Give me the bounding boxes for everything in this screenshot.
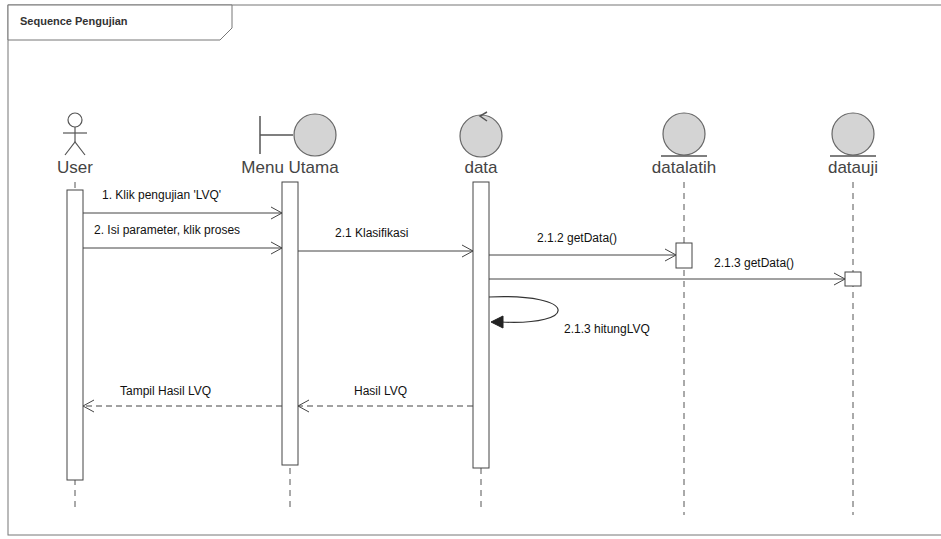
entity-underline: [661, 155, 707, 157]
lifeline: [853, 182, 854, 515]
lifeline-name: User: [57, 158, 93, 178]
activation-bar: [676, 243, 692, 268]
control-icon: [416, 112, 546, 158]
arrow-head: [462, 245, 473, 257]
message-arrow: [83, 242, 282, 254]
lifeline: [684, 182, 685, 515]
activation-bar: [282, 182, 298, 465]
message-label: 2. Isi parameter, klik proses: [92, 223, 242, 238]
activation-bar: [67, 190, 83, 480]
frame-title: Sequence Pengujian: [20, 15, 128, 27]
message-arrow: [298, 245, 473, 257]
message-arrow: [298, 400, 473, 412]
message-label: Tampil Hasil LVQ: [118, 384, 213, 399]
arrow-head: [491, 316, 503, 328]
lifeline-name: datalatih: [652, 158, 716, 178]
boundary-icon: [225, 112, 355, 158]
boundary-link: [260, 134, 293, 136]
lifeline-head: datauji: [788, 112, 918, 178]
message-arrow: [83, 400, 282, 412]
lifeline-head: datalatih: [619, 112, 749, 178]
message-line: [83, 248, 282, 249]
arrow-head: [271, 207, 282, 219]
activation-bar: [845, 272, 861, 286]
lifeline-name: datauji: [828, 158, 878, 178]
activation-bars: [67, 182, 861, 480]
message-line: [489, 255, 676, 256]
control-arrow: [480, 112, 487, 121]
message-line: [83, 213, 282, 214]
lifeline-name: Menu Utama: [241, 158, 338, 178]
message-arrow: [489, 249, 676, 261]
message-label: 2.1 Klasifikasi: [333, 226, 410, 241]
message-label: 2.1.2 getData(): [535, 231, 619, 246]
arrow-head: [83, 400, 94, 412]
entity-circle: [663, 113, 705, 155]
entity-circle: [832, 113, 874, 155]
message-arrow: [489, 273, 845, 285]
message-label: 2.1.3 getData(): [712, 256, 796, 271]
message-label: 1. Klik pengujian 'LVQ': [100, 188, 223, 203]
arrow-head: [834, 273, 845, 285]
frame-tab: [8, 5, 232, 40]
actor-icon: [10, 112, 140, 158]
message-arrow: [83, 207, 282, 219]
message-line: [298, 251, 473, 252]
entity-icon: [619, 112, 749, 158]
arrow-head: [271, 242, 282, 254]
frame-border: [8, 5, 941, 535]
return-message-line: [83, 406, 282, 407]
arrow-head: [298, 400, 309, 412]
actor-body: [74, 127, 75, 142]
message-line: [489, 279, 845, 280]
actor-arms: [63, 132, 87, 133]
lifeline-head: User: [10, 112, 140, 178]
message-arrow: [489, 297, 558, 328]
arrow-head: [665, 249, 676, 261]
entity-icon: [788, 112, 918, 158]
return-message-line: [298, 406, 473, 407]
lifeline-name: data: [464, 158, 497, 178]
lifeline-head: Menu Utama: [225, 112, 355, 178]
entity-underline: [830, 155, 876, 157]
actor-head: [68, 113, 82, 127]
message-label: Hasil LVQ: [352, 384, 409, 399]
message-label: 2.1.3 hitungLVQ: [562, 322, 652, 337]
activation-bar: [473, 182, 489, 468]
lifeline-head: data: [416, 112, 546, 178]
boundary-circle: [294, 114, 336, 156]
lifelines: [75, 182, 853, 515]
control-circle: [460, 115, 502, 157]
actor-legs: [65, 142, 85, 155]
